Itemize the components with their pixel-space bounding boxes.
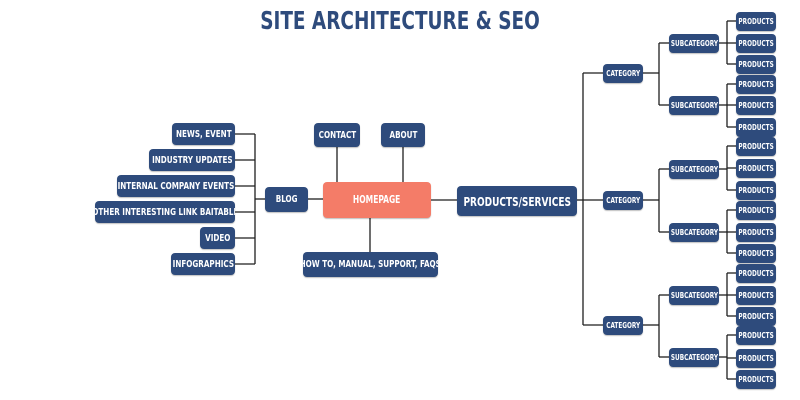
about-node: ABOUT (381, 123, 425, 147)
support-node: HOW TO, MANUAL, SUPPORT, FAQS (303, 252, 438, 277)
blog-topic-node: OTHER INTERESTING LINK BAITABLE (95, 201, 235, 223)
category-node: CATEGORY (603, 190, 643, 210)
product-node: PRODUCTS (736, 54, 776, 74)
subcategory-node: SUBCATEGORY (669, 222, 719, 242)
blog-node: BLOG (265, 187, 308, 212)
product-node: PRODUCTS (736, 136, 776, 156)
product-node: PRODUCTS (736, 222, 776, 242)
product-node: PRODUCTS (736, 200, 776, 220)
blog-topic-node: INDUSTRY UPDATES (149, 149, 235, 171)
contact-node: CONTACT (314, 123, 360, 147)
blog-topic-node: INTERNAL COMPANY EVENTS (117, 175, 235, 197)
product-node: PRODUCTS (736, 33, 776, 53)
product-node: PRODUCTS (736, 369, 776, 389)
product-node: PRODUCTS (736, 263, 776, 283)
products-services-node: PRODUCTS/SERVICES (457, 186, 577, 216)
subcategory-node: SUBCATEGORY (669, 285, 719, 305)
product-node: PRODUCTS (736, 243, 776, 263)
category-node: CATEGORY (603, 315, 643, 335)
blog-topic-node: VIDEO (200, 227, 235, 249)
subcategory-node: SUBCATEGORY (669, 347, 719, 367)
product-node: PRODUCTS (736, 285, 776, 305)
blog-topic-node: NEWS, EVENT (172, 123, 235, 145)
product-node: PRODUCTS (736, 158, 776, 178)
product-node: PRODUCTS (736, 74, 776, 94)
product-node: PRODUCTS (736, 306, 776, 326)
homepage-node: HOMEPAGE (323, 182, 431, 218)
category-node: CATEGORY (603, 63, 643, 83)
diagram-title: SITE ARCHITECTURE & SEO (260, 6, 540, 35)
blog-topic-node: INFOGRAPHICS (171, 253, 235, 275)
product-node: PRODUCTS (736, 95, 776, 115)
product-node: PRODUCTS (736, 325, 776, 345)
product-node: PRODUCTS (736, 11, 776, 31)
subcategory-node: SUBCATEGORY (669, 33, 719, 53)
product-node: PRODUCTS (736, 180, 776, 200)
subcategory-node: SUBCATEGORY (669, 159, 719, 179)
product-node: PRODUCTS (736, 117, 776, 137)
subcategory-node: SUBCATEGORY (669, 95, 719, 115)
product-node: PRODUCTS (736, 348, 776, 368)
